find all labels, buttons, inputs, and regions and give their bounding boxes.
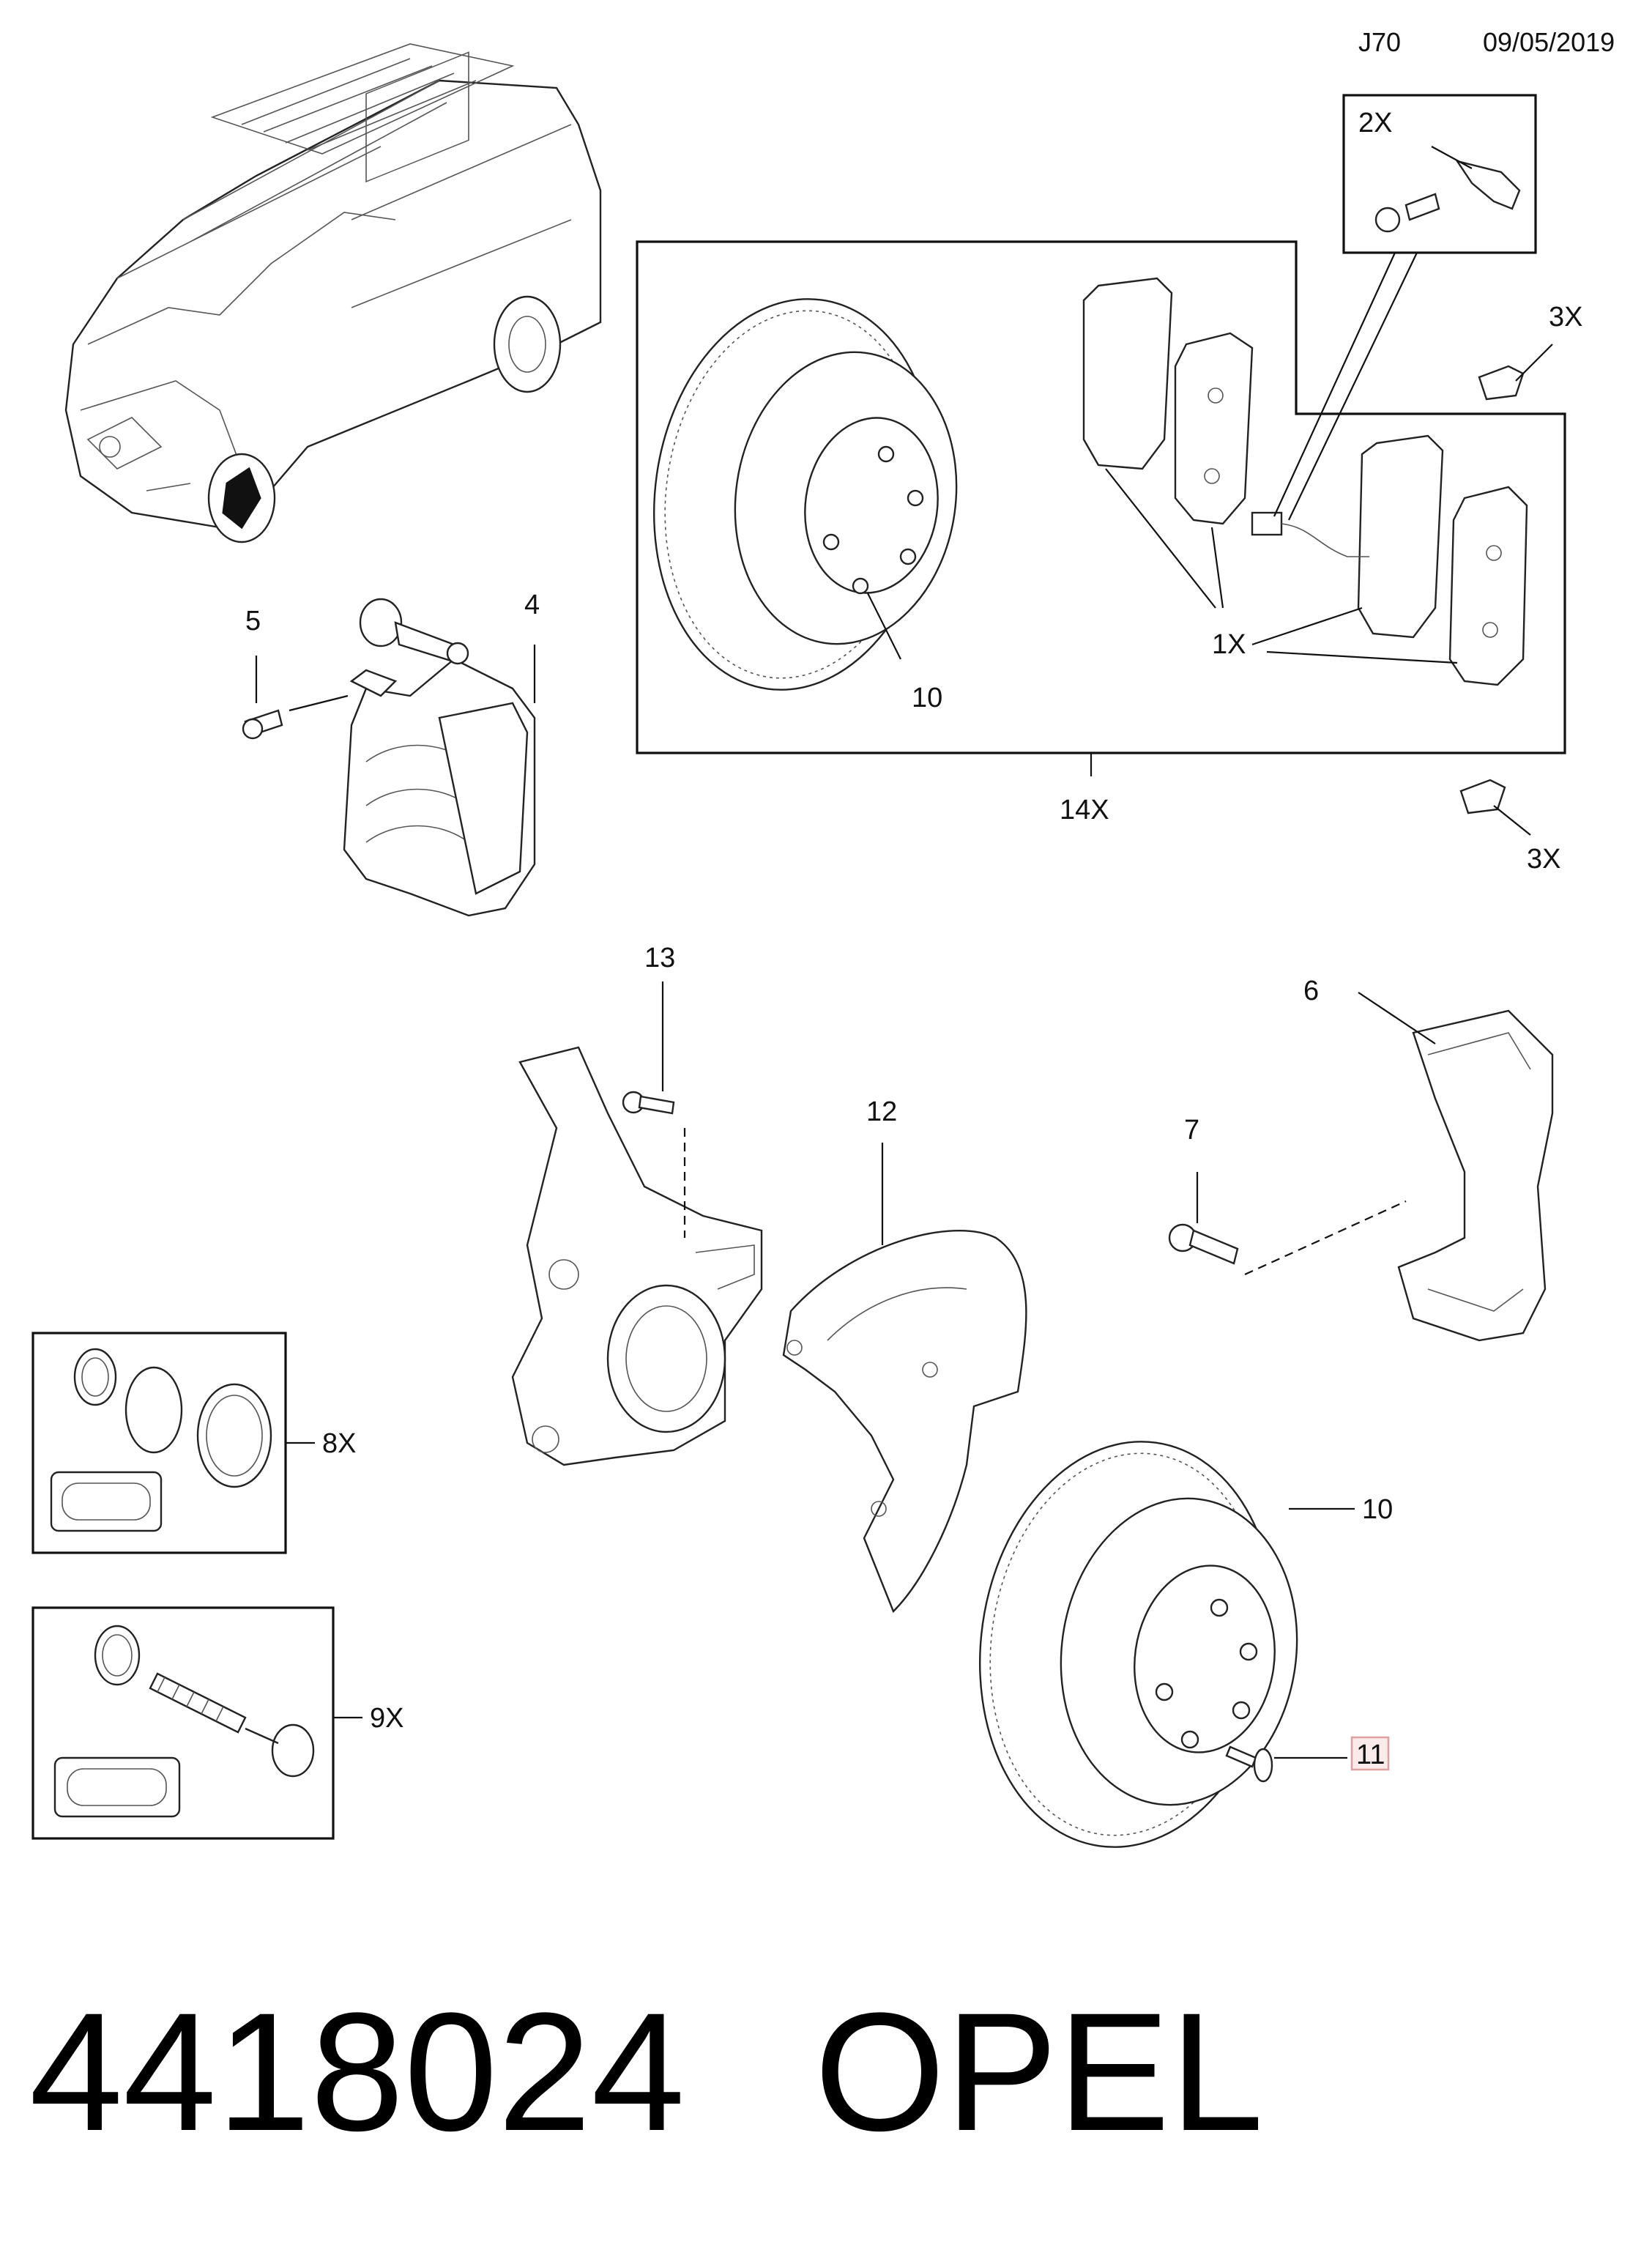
guide-kit-9x — [53, 1625, 315, 1818]
qty-label-14x: 14X — [1060, 795, 1109, 825]
bleed-bolt-5 — [242, 709, 283, 740]
van-illustration — [64, 43, 602, 543]
pad-kit-box — [636, 240, 1566, 754]
dust-shield-12 — [782, 1229, 1027, 1614]
leader-10-kit — [867, 593, 901, 660]
qty-label-8x: 8X — [322, 1428, 356, 1459]
wear-sensor-box — [1342, 94, 1537, 254]
brand-name: OPEL — [814, 1978, 1264, 2166]
leader-2x — [1273, 252, 1418, 521]
leader-3x-bottom — [1493, 805, 1531, 836]
leader-1x — [1105, 468, 1458, 664]
knuckle-bolt-13 — [622, 1091, 675, 1115]
brake-caliper-4 — [343, 598, 536, 917]
ref-label-10: 10 — [1362, 1494, 1393, 1525]
brake-pads — [1082, 277, 1528, 686]
seal-kit-8x — [50, 1348, 272, 1532]
guide-kit-box-9x — [31, 1606, 335, 1840]
kit-brake-disc — [652, 298, 958, 691]
clip-bottom — [1459, 779, 1506, 814]
caliper-carrier-6 — [1397, 1009, 1554, 1342]
ref-11-highlight-box — [1350, 1736, 1390, 1771]
qty-label-2x: 2X — [1358, 108, 1392, 138]
carrier-bolt-7 — [1168, 1223, 1239, 1265]
brake-disc-10 — [979, 1441, 1298, 1848]
qty-label-3x-bottom: 3X — [1527, 844, 1560, 875]
qty-label-9x: 9X — [370, 1703, 403, 1734]
ref-label-4: 4 — [524, 590, 540, 620]
leader-6 — [1358, 992, 1436, 1044]
ref-label-6: 6 — [1303, 976, 1319, 1006]
qty-label-3x-top: 3X — [1549, 302, 1582, 333]
group-code: J70 — [1358, 27, 1401, 57]
ref-label-13: 13 — [644, 943, 675, 973]
part-number: 4418024 — [29, 1978, 685, 2166]
diagram-date: 09/05/2019 — [1483, 27, 1615, 57]
qty-label-1x: 1X — [1212, 629, 1246, 660]
disc-screw-11 — [1225, 1745, 1273, 1783]
ref-label-10-kit: 10 — [912, 683, 942, 713]
clip-top — [1478, 365, 1525, 401]
ref-label-5: 5 — [245, 606, 261, 636]
ref-label-12: 12 — [866, 1096, 897, 1127]
ref-label-11: 11 — [1356, 1740, 1385, 1770]
axis-7 — [1244, 1200, 1407, 1276]
leader-3x-top — [1515, 344, 1553, 382]
ref-label-7: 7 — [1184, 1115, 1199, 1146]
leader-5b — [289, 694, 349, 712]
highlighted-brake-area — [222, 467, 261, 530]
wear-sensor — [1374, 146, 1521, 233]
steering-knuckle — [511, 1046, 763, 1466]
